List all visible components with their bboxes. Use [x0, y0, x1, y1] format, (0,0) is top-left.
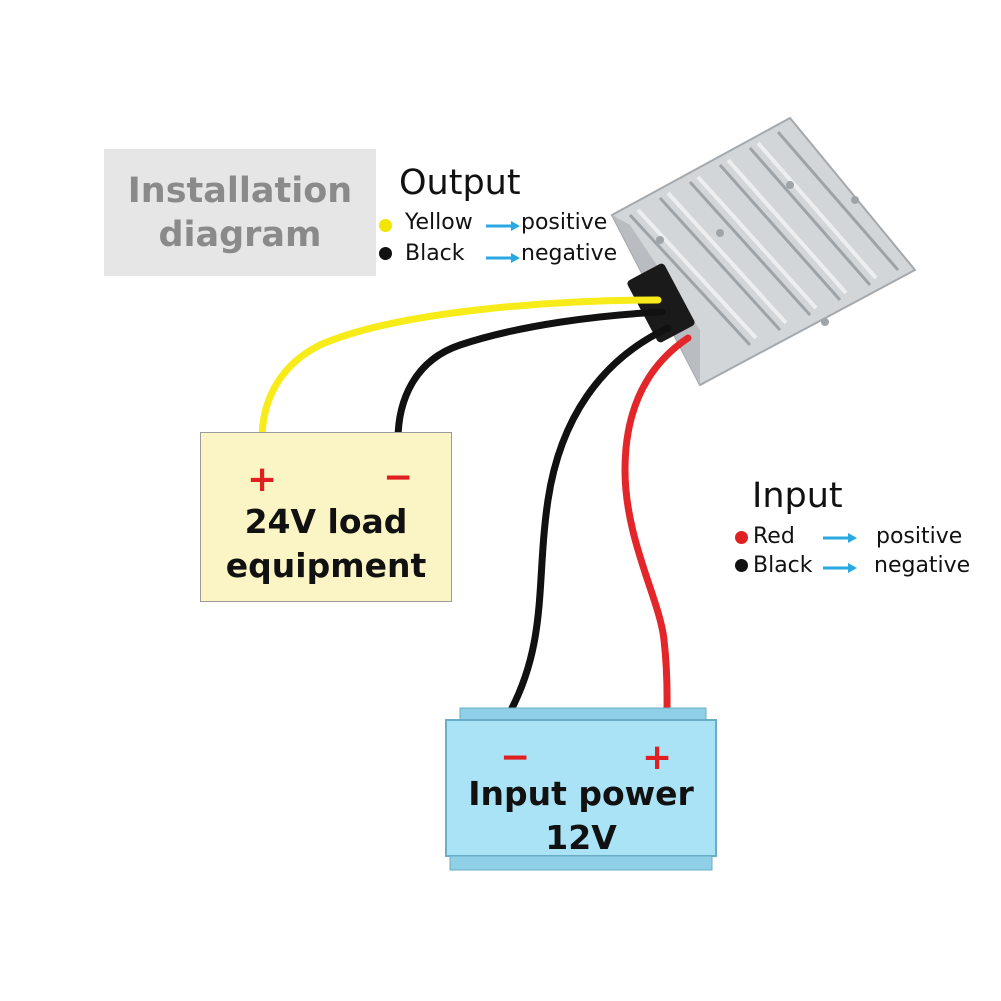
- power-plus-sign: +: [642, 737, 673, 778]
- output-heading: Output: [399, 163, 521, 203]
- yellow-wire: [258, 296, 662, 444]
- diagram-title: Installation diagram: [127, 170, 353, 255]
- input-black-label: Black: [753, 553, 813, 578]
- load-label: 24V load equipment: [225, 502, 427, 585]
- power-label: Input power 12V: [468, 774, 694, 857]
- black-dot-icon: [379, 247, 392, 260]
- red-input-wire: [621, 334, 692, 716]
- input-heading: Input: [752, 476, 843, 516]
- red-dot-icon: [735, 531, 748, 544]
- title-box: Installation diagram: [104, 149, 376, 276]
- yellow-dot-icon: [379, 219, 392, 232]
- black-dot-icon: [735, 559, 748, 572]
- output-yellow-meaning: positive: [521, 210, 608, 235]
- black-output-wire: [394, 308, 666, 444]
- output-black-label: Black: [405, 241, 465, 266]
- arrow-right-icon: [823, 533, 857, 543]
- arrow-right-icon: [486, 253, 520, 263]
- output-yellow-label: Yellow: [405, 210, 473, 235]
- input-battery: [445, 707, 717, 871]
- output-black-meaning: negative: [521, 241, 618, 266]
- converter-module: [610, 116, 917, 387]
- power-minus-sign: −: [500, 737, 531, 778]
- load-equipment-box: [200, 432, 452, 602]
- arrow-right-icon: [486, 221, 520, 231]
- input-black-meaning: negative: [874, 553, 971, 578]
- load-minus-sign: −: [383, 457, 414, 498]
- black-input-wire: [506, 324, 672, 716]
- load-plus-sign: +: [247, 459, 278, 500]
- input-red-label: Red: [753, 524, 795, 549]
- input-red-meaning: positive: [876, 524, 963, 549]
- arrow-right-icon: [823, 563, 857, 573]
